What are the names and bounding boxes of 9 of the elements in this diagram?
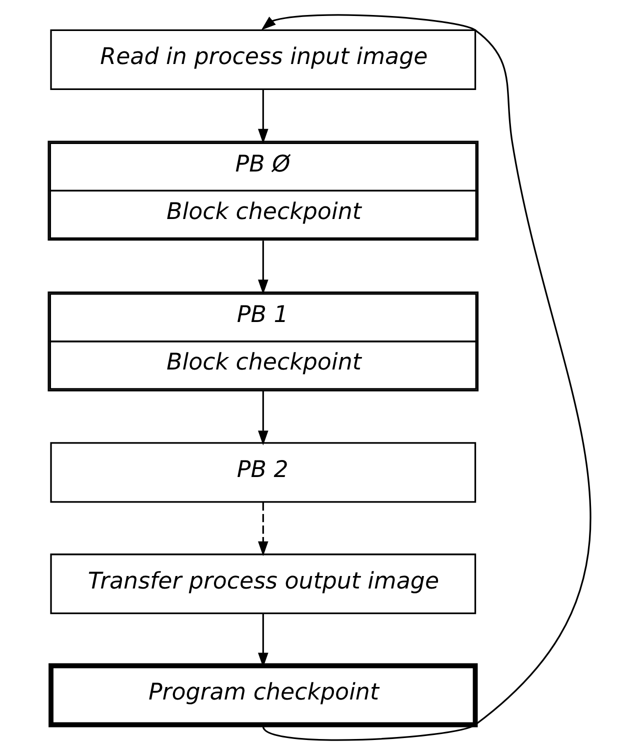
arrow [257, 90, 268, 144]
node-box: Read in process input image [50, 29, 476, 90]
arrow [257, 390, 268, 446]
arrow [257, 502, 268, 556]
node-box: PB 2 [50, 442, 476, 503]
arrow [260, 14, 590, 741]
node-box: Program checkpoint [48, 663, 478, 728]
node-box: Transfer process output image [50, 554, 476, 614]
arrow [257, 240, 268, 294]
